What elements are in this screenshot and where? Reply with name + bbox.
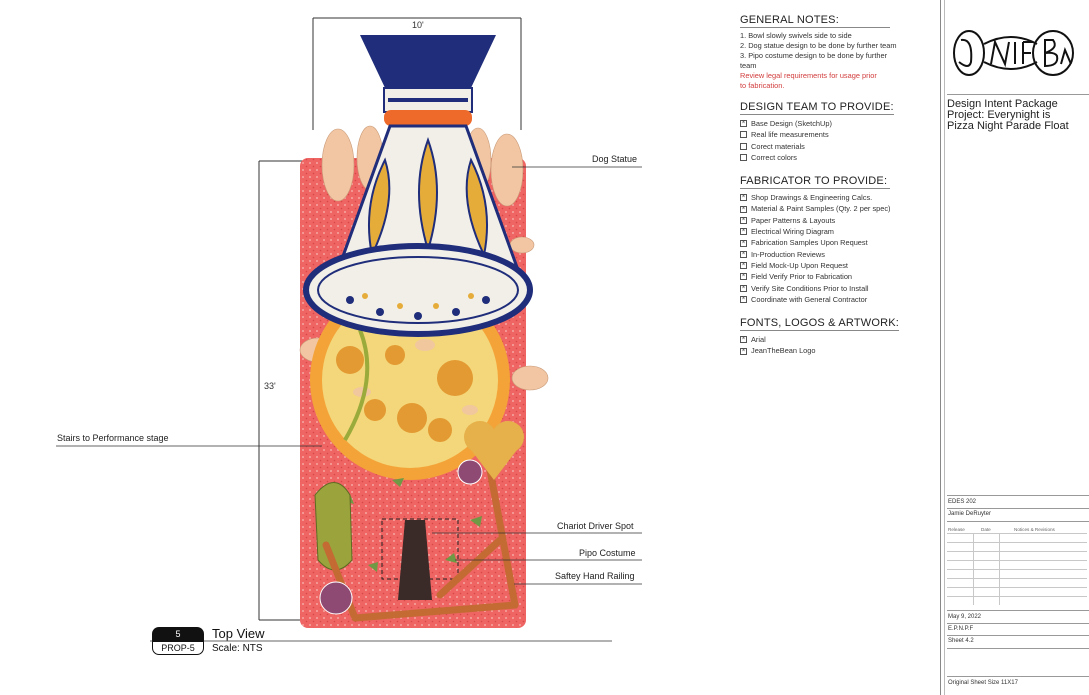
divider — [947, 648, 1089, 649]
onions — [319, 459, 483, 615]
callout-railing: Saftey Hand Railing — [555, 571, 635, 581]
legal-warning-line: Review legal requirements for usage prio… — [740, 71, 877, 80]
checkbox-icon — [740, 250, 747, 258]
divider — [947, 521, 1089, 522]
checklist-item: Fabrication Samples Upon Request — [740, 237, 938, 248]
general-note-line: 3. Pipo costume design to be done by fur… — [740, 51, 888, 60]
divider — [947, 495, 1089, 496]
checklist-item: Field Verify Prior to Fabrication — [740, 271, 938, 282]
checkbox-icon — [740, 296, 747, 303]
divider — [947, 635, 1089, 636]
checklist-item: Base Design (SketchUp) — [740, 118, 938, 129]
designer-name: Jamie DeRuyter — [948, 511, 992, 517]
revision-header-date: Date — [981, 527, 991, 532]
general-notes-title: GENERAL NOTES: — [740, 14, 890, 28]
checklist-item: Coordinate with General Contractor — [740, 294, 938, 305]
design-team-list: Base Design (SketchUp) Real life measure… — [740, 118, 938, 163]
checklist-item: Arial — [740, 334, 938, 345]
package-line: Project: Everynight is — [947, 109, 1051, 121]
checklist-item: In-Production Reviews — [740, 249, 938, 260]
checkbox-icon — [740, 228, 747, 236]
fabricator-title: FABRICATOR TO PROVIDE: — [740, 175, 890, 190]
general-note-line: 2. Dog statue design to be done by furth… — [740, 41, 897, 50]
fabricator-list: Shop Drawings & Engineering Calcs. Mater… — [740, 192, 938, 305]
package-title: Design Intent Package Project: Everynigh… — [947, 99, 1089, 132]
project-code: E.P.N.P.F — [948, 626, 974, 632]
width-dimension-label: 10' — [412, 20, 424, 30]
view-number-tag: 5 — [152, 627, 204, 641]
revision-header-notices: Notices & Revisions — [1014, 527, 1055, 532]
callout-chariot-driver: Chariot Driver Spot — [557, 521, 634, 531]
view-title: Top View — [212, 626, 265, 641]
checkbox-icon — [740, 216, 747, 224]
general-note-line: team — [740, 61, 757, 70]
notes-column: GENERAL NOTES: 1. Bowl slowly swivels si… — [740, 10, 938, 357]
view-scale: Scale: NTS — [212, 643, 263, 654]
checklist-item: Corect materials — [740, 141, 938, 152]
float-illustration — [56, 17, 642, 642]
callout-dog-statue: Dog Statue — [592, 154, 638, 164]
fonts-logos-title: FONTS, LOGOS & ARTWORK: — [740, 317, 900, 332]
divider — [947, 94, 1089, 95]
checkbox-icon — [740, 131, 747, 139]
divider — [947, 623, 1089, 624]
course-code: EDES 202 — [948, 499, 977, 505]
legal-warning-line: to fabrication. — [740, 81, 785, 90]
callout-leaders — [56, 166, 642, 642]
checkbox-icon — [740, 239, 747, 247]
divider — [947, 610, 1089, 611]
top-view-drawing: 10' 33' Dog Statue Stairs to Performance… — [56, 17, 642, 655]
length-dimension — [258, 160, 305, 621]
revision-table — [947, 533, 1087, 605]
pipo-costume — [398, 520, 432, 600]
revision-header-release: Release — [948, 527, 965, 532]
chariot-driver-spot — [381, 518, 459, 580]
bowl — [303, 35, 533, 337]
checkbox-icon — [740, 273, 747, 281]
checkbox-icon — [740, 347, 747, 355]
length-dimension-label: 33' — [264, 381, 276, 391]
checkbox-icon — [740, 120, 747, 128]
title-block: Design Intent Package Project: Everynigh… — [940, 0, 1089, 695]
checklist-item: Field Mock-Up Upon Request — [740, 260, 938, 271]
checklist-item: Electrical Wiring Diagram — [740, 226, 938, 237]
fonts-logos-list: Arial JeanTheBean Logo — [740, 334, 938, 357]
checkbox-icon — [740, 205, 747, 213]
checkbox-icon — [740, 142, 747, 150]
sheet-size: Original Sheet Size 11X17 — [948, 680, 1018, 686]
width-dimension — [312, 17, 522, 130]
package-line: Design Intent Package — [947, 98, 1058, 110]
checkbox-icon — [740, 194, 747, 202]
callout-pipo-costume: Pipo Costume — [579, 548, 636, 558]
checklist-item: Verify Site Conditions Prior to Install — [740, 283, 938, 294]
sheet-number: Sheet 4.2 — [948, 638, 974, 644]
general-notes-list: 1. Bowl slowly swivels side to side 2. D… — [740, 31, 938, 91]
checkbox-icon — [740, 262, 747, 270]
checklist-item: Shop Drawings & Engineering Calcs. — [740, 192, 938, 203]
heart-balloon — [464, 421, 524, 480]
checkbox-icon — [740, 154, 747, 162]
checklist-item: JeanTheBean Logo — [740, 345, 938, 356]
general-note-line: 1. Bowl slowly swivels side to side — [740, 31, 852, 40]
drawing-date: May 9, 2022 — [948, 614, 982, 620]
checklist-item: Correct colors — [740, 152, 938, 163]
divider — [947, 676, 1089, 677]
checklist-item: Material & Paint Samples (Qty. 2 per spe… — [740, 203, 938, 214]
package-line: Pizza Night Parade Float — [947, 120, 1069, 132]
checklist-item: Real life measurements — [740, 129, 938, 140]
checkbox-icon — [740, 336, 747, 344]
checklist-item: Paper Patterns & Layouts — [740, 215, 938, 226]
jeanthebean-logo — [953, 30, 1074, 76]
callout-stairs: Stairs to Performance stage — [57, 433, 169, 443]
design-team-title: DESIGN TEAM TO PROVIDE: — [740, 101, 894, 115]
checkbox-icon — [740, 284, 747, 292]
view-sheet-tag: PROP-5 — [152, 641, 204, 655]
divider — [947, 508, 1089, 509]
